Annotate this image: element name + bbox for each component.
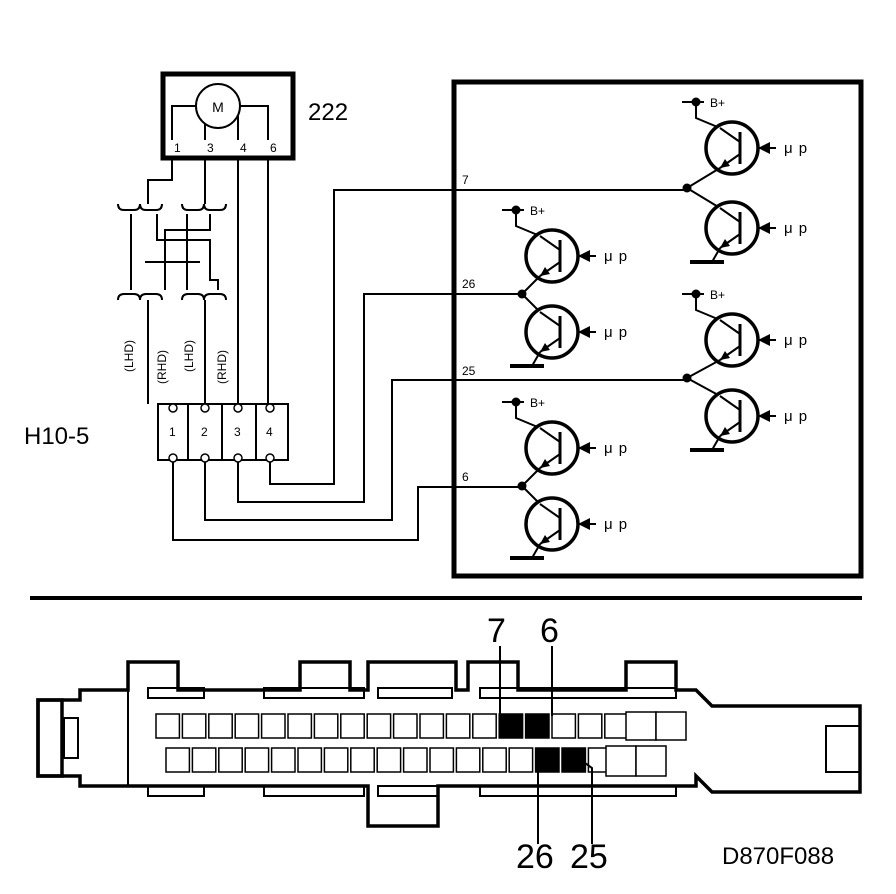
ecu-terminal-7: 7 (462, 173, 469, 187)
callout-pin-6: 6 (540, 612, 559, 650)
high-side-transistor: μ p (524, 228, 628, 284)
motor-symbol: M (212, 99, 224, 115)
motor-id-label: 222 (308, 99, 348, 126)
bottom-row-pin-cell (376, 747, 402, 773)
micro-control-label: μ p (784, 332, 808, 349)
top-row-pin-cell (208, 713, 233, 739)
bottom-row-pin-cell (561, 747, 587, 773)
supply-label: B+ (710, 96, 725, 110)
micro-control-label: μ p (784, 140, 808, 157)
variant-label-2: (RHD) (155, 350, 169, 384)
output-node (517, 481, 527, 491)
ecu-216-housing (451, 79, 864, 579)
top-row-pin-cell (551, 713, 577, 739)
callout-pin-26: 26 (516, 838, 554, 876)
top-row-pin-cell (181, 713, 207, 739)
low-side-transistor: μ p (524, 304, 628, 360)
high-side-transistor: μ p (704, 120, 808, 176)
bottom-row-pin-cell (482, 747, 507, 773)
motor-pin-6: 6 (270, 141, 277, 155)
micro-control-label: μ p (604, 440, 628, 457)
ecu-terminal-6: 6 (462, 470, 469, 484)
connector-id-label: H10-5 (24, 423, 89, 450)
driver-stage-1: B+ μ p μ p (682, 96, 808, 264)
bottom-row-pin-cell (534, 747, 560, 773)
motor-222: M 1 3 4 6 (160, 71, 296, 161)
bottom-row-pin-cell (218, 747, 243, 773)
micro-control-label: μ p (604, 516, 628, 533)
micro-control-label: μ p (784, 408, 808, 425)
micro-control-label: μ p (604, 324, 628, 341)
connector-pin-2: 2 (201, 425, 208, 439)
bottom-row-pin-cell (429, 747, 455, 773)
supply-label: B+ (530, 204, 545, 218)
bottom-row-pin-cell (191, 747, 217, 773)
high-side-transistor: μ p (524, 420, 628, 476)
connector-pin-4: 4 (266, 425, 273, 439)
top-row-pin-cell (419, 713, 445, 739)
top-row-pin-cell (524, 713, 550, 739)
bottom-row-pin-cell (244, 747, 270, 773)
bottom-row-pin-cell (323, 747, 349, 773)
motor-pin-4: 4 (240, 141, 247, 155)
high-side-transistor: μ p (704, 312, 808, 368)
top-row-pin-cell (234, 713, 260, 739)
top-row-pin-cell (445, 713, 471, 739)
callout-pin-25: 25 (570, 838, 608, 876)
ecu-wires (172, 189, 687, 541)
supply-label: B+ (710, 288, 725, 302)
micro-control-label: μ p (604, 248, 628, 265)
micro-control-label: μ p (784, 220, 808, 237)
top-row-pin-cell (472, 713, 497, 739)
top-row-pin-cell (313, 713, 339, 739)
variant-label-3: (LHD) (182, 340, 196, 372)
callout-pin-7: 7 (487, 612, 506, 650)
variant-label-1: (LHD) (122, 340, 136, 372)
top-row-pin-cell (366, 713, 392, 739)
low-side-transistor: μ p (704, 200, 808, 256)
bottom-row-pin-cell (165, 747, 191, 773)
harness-wires: (LHD) (RHD) (LHD) (RHD) (117, 158, 269, 404)
driver-stage-4: B+ μ p μ p (502, 396, 628, 560)
low-side-transistor: μ p (704, 388, 808, 444)
motor-pin-3: 3 (207, 141, 214, 155)
bottom-row-pin-cell (350, 747, 375, 773)
top-row-pin-cell (260, 713, 286, 739)
driver-stages: B+ μ p μ p B+ μ p μ p B+ μ p μ p B+ μ p μ p (502, 96, 808, 560)
bottom-row-pin-cell (508, 747, 534, 773)
supply-label: B+ (530, 396, 545, 410)
connector-pin-1: 1 (169, 425, 176, 439)
bottom-row-pin-cell (402, 747, 428, 773)
connector-pin-3: 3 (234, 425, 241, 439)
low-side-transistor: μ p (524, 496, 628, 552)
top-row-pin-cell (498, 713, 524, 739)
driver-stage-2: B+ μ p μ p (502, 204, 628, 368)
top-row-pin-cell (340, 713, 365, 739)
connector-h10-5: 1 2 3 4 (157, 403, 289, 463)
top-row-pin-cell (392, 713, 418, 739)
top-row-pin-cell (155, 713, 181, 739)
motor-housing (160, 71, 296, 161)
output-node (517, 289, 527, 299)
bottom-row-pin-cell (270, 747, 296, 773)
figure-code: D870F088 (722, 843, 834, 870)
motor-pin-1: 1 (174, 141, 181, 155)
output-node (682, 373, 692, 383)
top-row-pin-cell (604, 713, 629, 739)
output-node (682, 183, 692, 193)
ecu-terminal-25: 25 (462, 364, 476, 378)
bottom-row-pin-cell (297, 747, 323, 773)
ecu-terminal-26: 26 (462, 277, 476, 291)
top-row-pin-cell (577, 713, 603, 739)
driver-stage-3: B+ μ p μ p (682, 288, 808, 452)
variant-label-4: (RHD) (215, 350, 229, 384)
bottom-row-pin-cell (455, 747, 481, 773)
top-row-pin-cell (287, 713, 313, 739)
ecu-connector-face (36, 646, 862, 844)
